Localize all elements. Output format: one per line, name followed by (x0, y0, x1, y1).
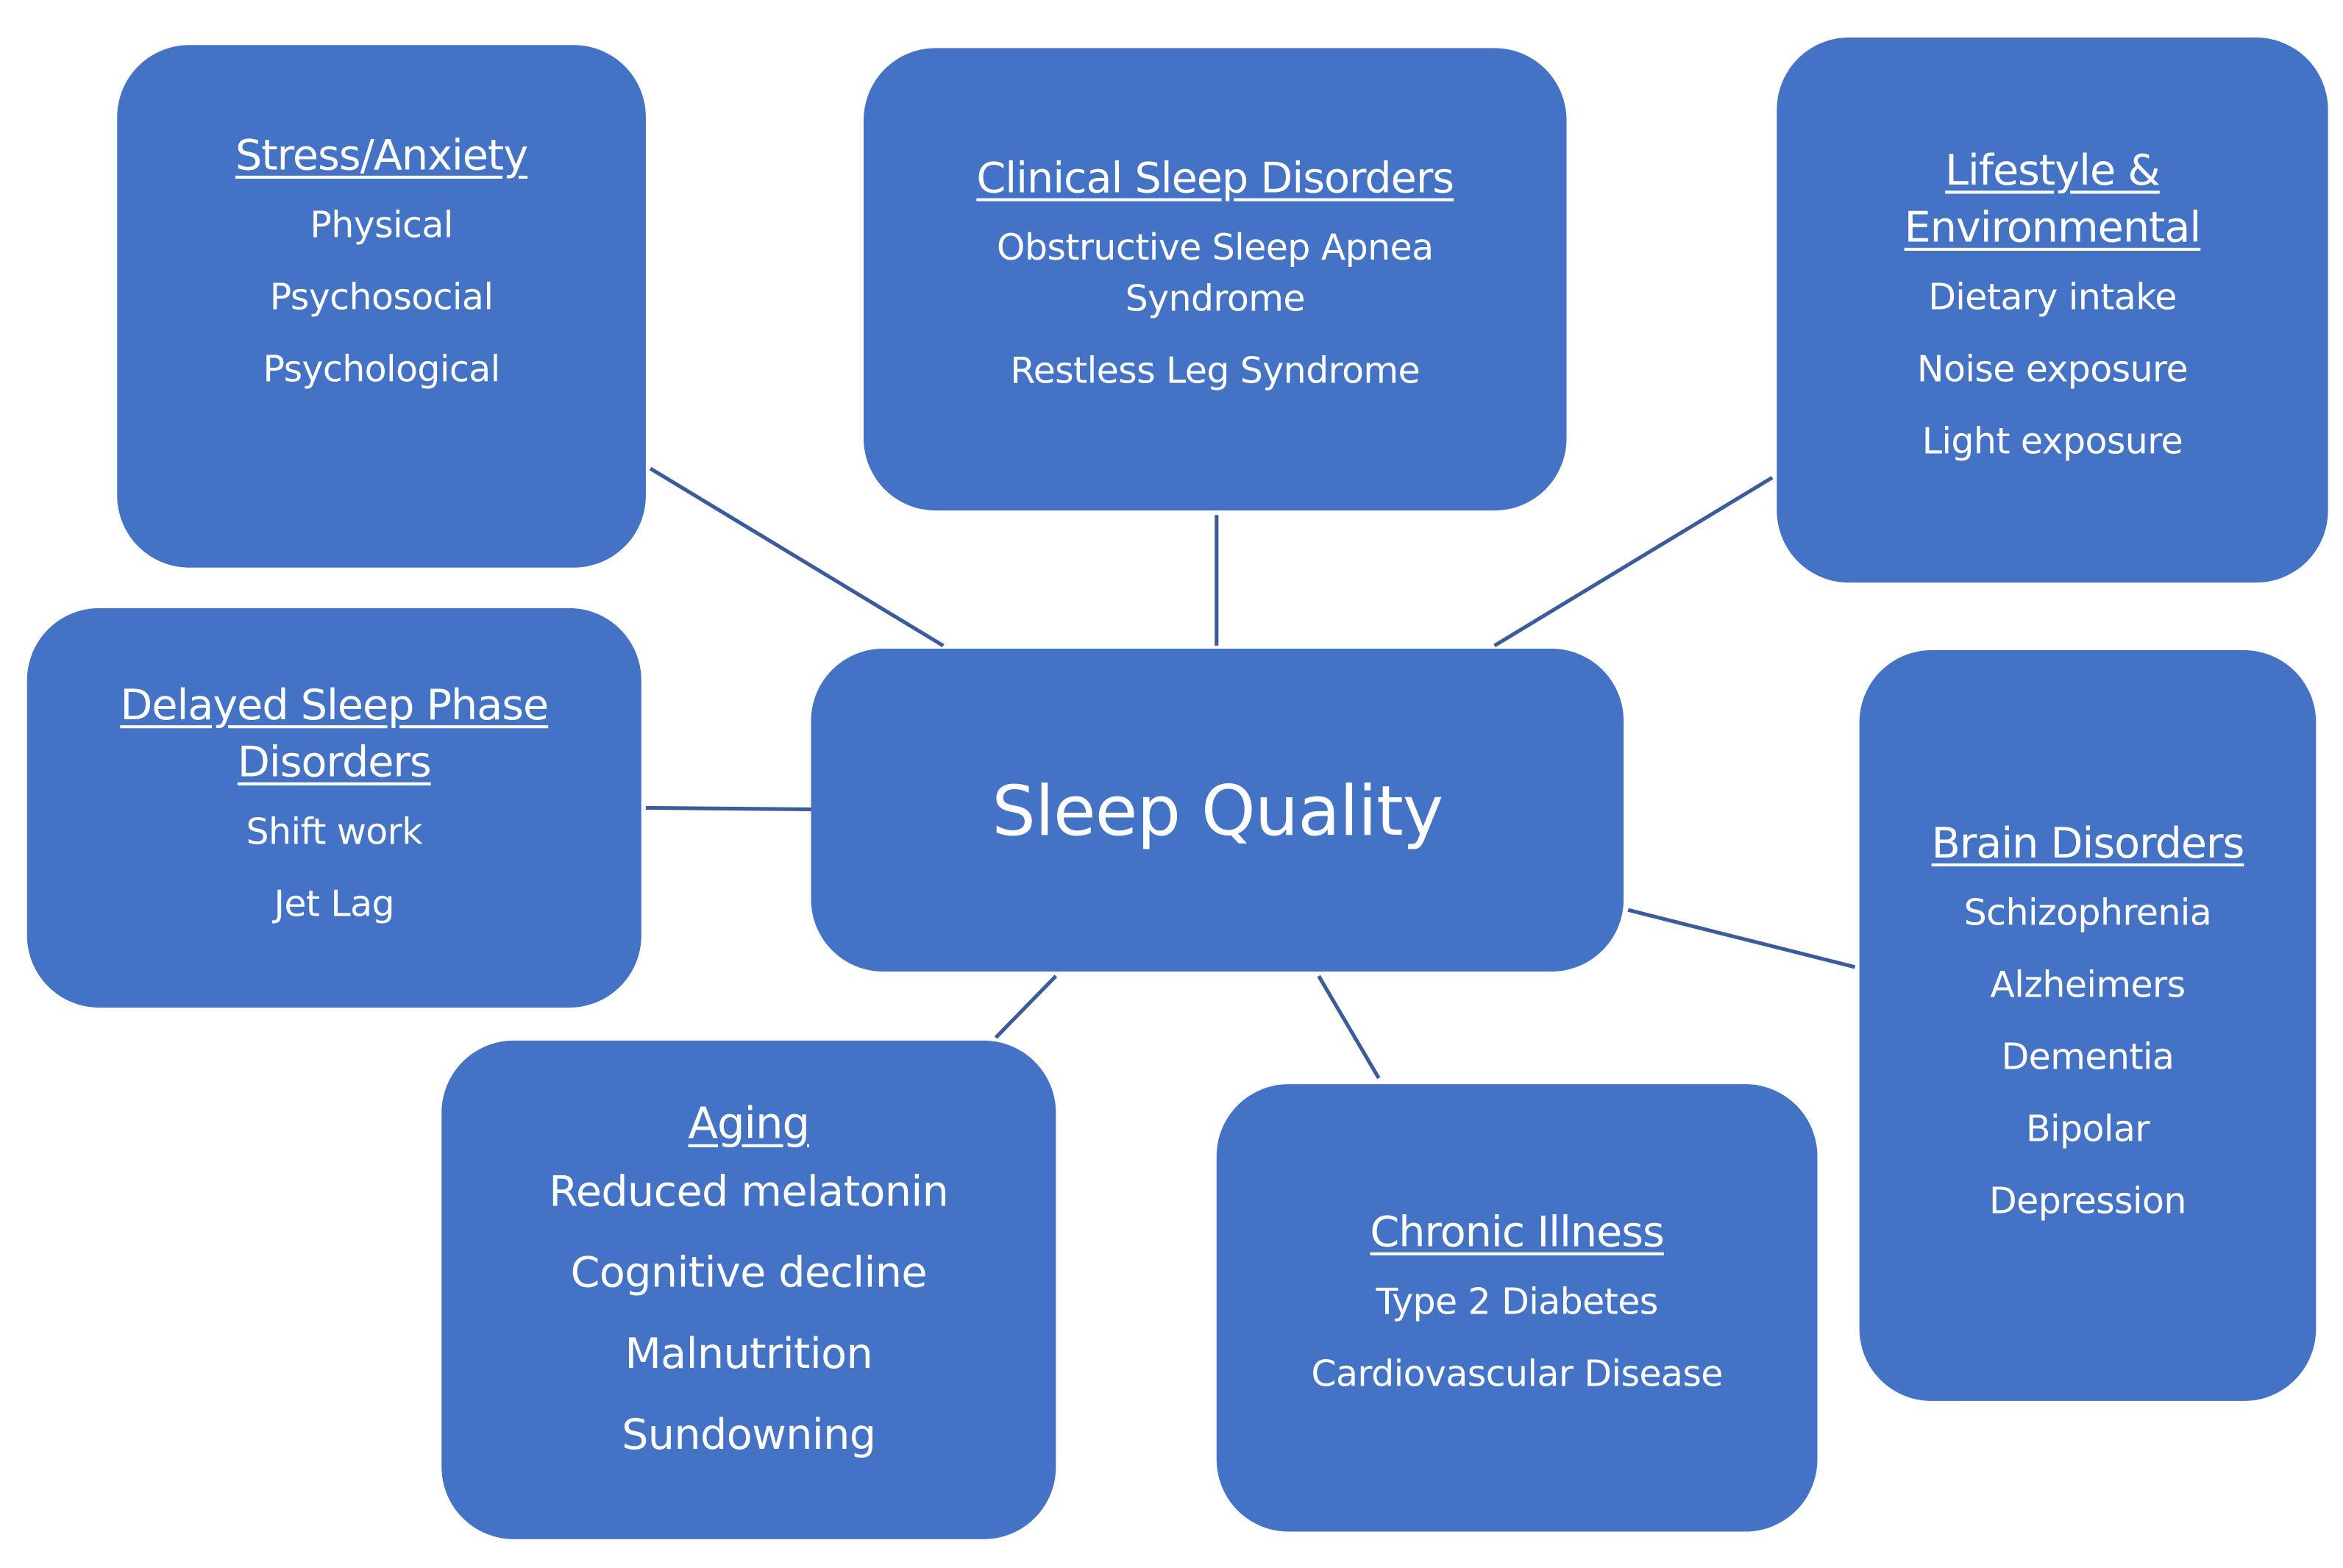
node-item: Dementia (2001, 1036, 2175, 1078)
node-clinical: Clinical Sleep Disorders Obstructive Sle… (863, 48, 1567, 511)
node-item: Alzheimers (1990, 963, 2186, 1006)
node-item: Type 2 Diabetes (1376, 1280, 1658, 1323)
node-item: Physical (310, 204, 453, 246)
node-item: Jet Lag (274, 883, 395, 925)
node-item: Obstructive Sleep Apnea Syndrome (996, 227, 1434, 320)
node-item: Shift work (246, 810, 423, 853)
node-title: Lifestyle & Environmental (1904, 146, 2202, 253)
node-title: Delayed Sleep Phase Disorders (120, 680, 549, 787)
connector-chronic (1317, 974, 1381, 1080)
node-item: Sundowning (622, 1410, 876, 1460)
node-title: Stress/Anxiety (235, 130, 528, 181)
connector-aging (994, 974, 1058, 1039)
node-item: Bipolar (2026, 1108, 2150, 1150)
node-item: Cognitive decline (570, 1247, 928, 1298)
node-lifestyle: Lifestyle & Environmental Dietary intake… (1777, 38, 2328, 583)
connector-lifestyle (1493, 476, 1774, 648)
node-item: Restless Leg Syndrome (1010, 349, 1421, 392)
node-brain: Brain Disorders Schizophrenia Alzheimers… (1859, 650, 2317, 1401)
node-item: Psychological (263, 348, 501, 391)
node-item: Cardiovascular Disease (1311, 1353, 1723, 1395)
connector-brain (1627, 908, 1856, 969)
node-center: Sleep Quality (811, 649, 1624, 972)
node-item: Noise exposure (1916, 348, 2189, 391)
node-item: Psychosocial (269, 276, 494, 318)
connector-delayed (645, 805, 811, 812)
node-title: Clinical Sleep Disorders (976, 153, 1454, 203)
node-item: Reduced melatonin (549, 1166, 949, 1216)
node-delayed: Delayed Sleep Phase Disorders Shift work… (26, 607, 641, 1008)
node-chronic: Chronic Illness Type 2 Diabetes Cardiova… (1216, 1084, 1818, 1532)
node-item: Light exposure (1921, 420, 2183, 463)
node-item: Depression (1989, 1180, 2186, 1222)
node-title: Chronic Illness (1370, 1207, 1664, 1257)
node-stress: Stress/Anxiety Physical Psychosocial Psy… (117, 45, 646, 568)
node-item: Schizophrenia (1963, 891, 2212, 934)
center-title: Sleep Quality (992, 769, 1443, 851)
node-item: Dietary intake (1928, 276, 2177, 318)
node-title: Aging (688, 1097, 811, 1149)
node-item: Malnutrition (625, 1328, 873, 1379)
connector-stress (649, 466, 945, 648)
node-title: Brain Disorders (1931, 818, 2245, 869)
node-aging: Aging Reduced melatonin Cognitive declin… (441, 1040, 1056, 1539)
